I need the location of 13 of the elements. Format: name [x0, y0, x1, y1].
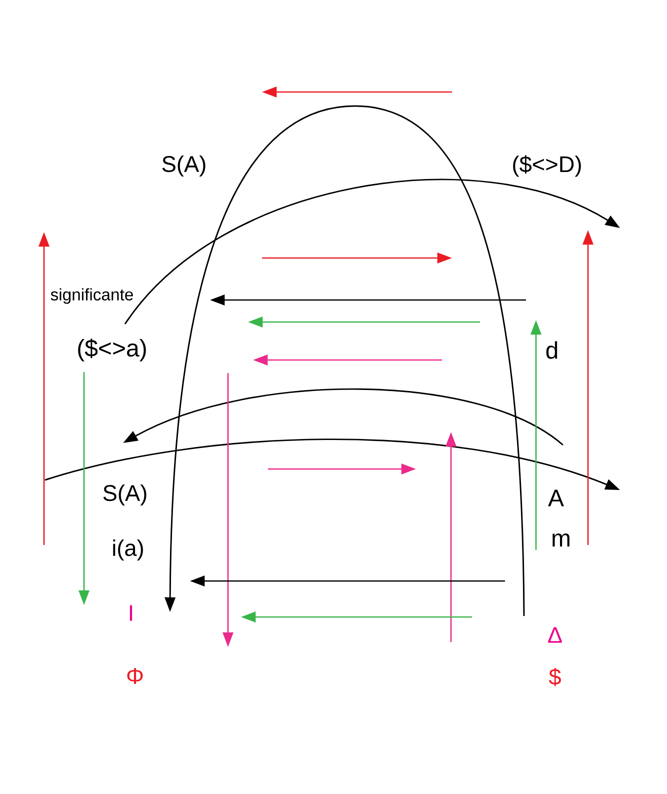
symbol-label: S(A): [162, 155, 206, 177]
symbol-label: significante: [50, 288, 133, 304]
symbol-label: ($<>a): [78, 338, 146, 362]
symbol-label: I: [130, 605, 132, 621]
symbol-label: Δ: [548, 627, 562, 643]
symbol-label: i(a): [113, 539, 143, 561]
symbol-label: $: [548, 668, 561, 686]
symbol-label: d: [546, 341, 558, 359]
symbol-label: m: [552, 534, 570, 546]
symbol-label: ($<>D): [513, 155, 581, 177]
symbol-label: Φ: [127, 668, 143, 684]
symbol-label: A: [548, 490, 564, 506]
symbol-label: S(A): [103, 484, 146, 506]
